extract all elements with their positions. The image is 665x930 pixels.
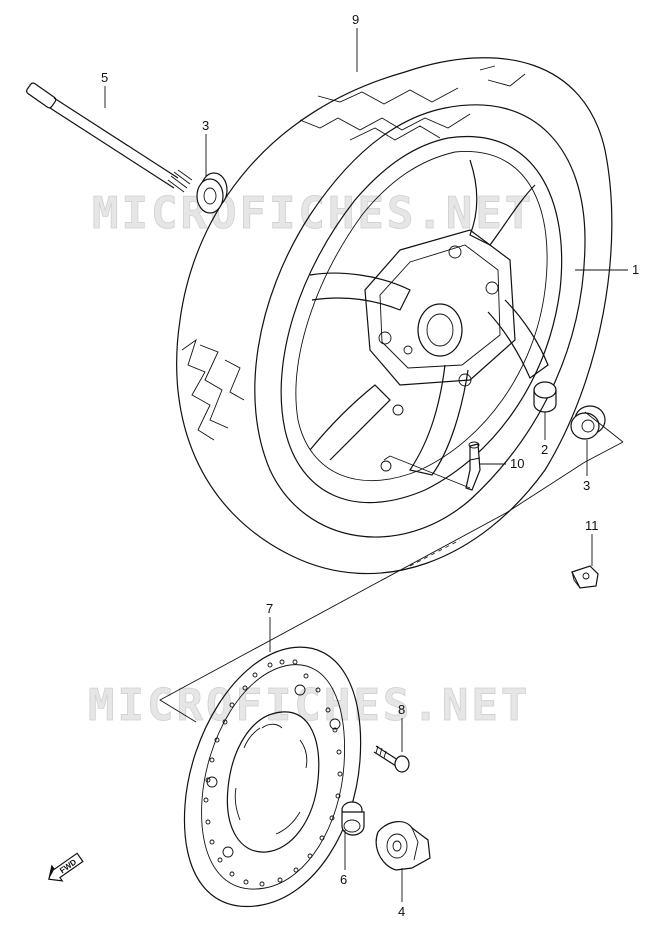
watermark-bottom: MICROFICHES.NET xyxy=(88,680,530,731)
front-axle xyxy=(26,82,193,193)
bearing-lower xyxy=(570,405,606,440)
fwd-arrow-icon: FWD xyxy=(48,852,84,882)
callout-7: 7 xyxy=(266,601,273,616)
gearbox xyxy=(375,821,431,871)
callout-3-lower: 3 xyxy=(583,478,590,493)
assembly-dash xyxy=(409,539,461,567)
callout-4: 4 xyxy=(398,904,405,919)
callout-2: 2 xyxy=(541,442,548,457)
callout-10: 10 xyxy=(510,456,524,471)
tire xyxy=(176,57,613,575)
bearing-upper xyxy=(196,172,228,214)
callout-9: 9 xyxy=(352,12,359,27)
callout-1: 1 xyxy=(632,262,639,277)
leader-lines xyxy=(104,28,628,902)
tire-valve xyxy=(465,441,481,491)
callout-3-upper: 3 xyxy=(202,118,209,133)
clip xyxy=(571,565,599,589)
callout-11: 11 xyxy=(585,518,599,533)
collar xyxy=(341,801,365,836)
callout-6: 6 xyxy=(340,872,347,887)
wheel-rim xyxy=(280,136,563,504)
callout-8: 8 xyxy=(398,702,405,717)
watermark-top: MICROFICHES.NET xyxy=(92,188,534,239)
callout-5: 5 xyxy=(101,70,108,85)
brake-disc xyxy=(183,646,362,907)
disc-bolt xyxy=(373,745,410,773)
spacer xyxy=(533,381,557,413)
